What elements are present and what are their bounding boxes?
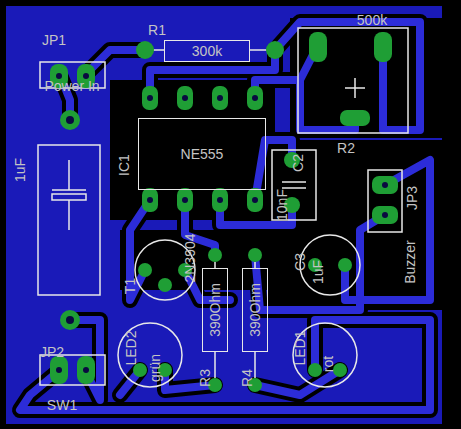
part-label: SW1	[47, 398, 77, 412]
part-label: JP2	[40, 345, 64, 359]
part-label: Buzzer	[403, 240, 417, 284]
part-label: JP3	[405, 186, 419, 210]
component-value: NE555	[181, 147, 224, 161]
resistor-symbol: 390Ohm	[242, 268, 268, 352]
component-value: 390Ohm	[208, 283, 222, 337]
part-label: grün	[148, 354, 162, 382]
component-value: 300k	[192, 44, 222, 58]
pads	[50, 32, 398, 392]
part-label: LED2	[124, 330, 138, 365]
part-label: R1	[148, 23, 166, 37]
part-label: C2	[291, 154, 305, 172]
part-label: IC1	[117, 154, 131, 176]
silkscreen	[38, 28, 408, 387]
component-value: 390Ohm	[248, 283, 262, 337]
part-label: LED1	[293, 330, 307, 365]
drill-holes	[56, 73, 388, 373]
part-label: 2N3904	[183, 233, 197, 282]
part-label: 1uF	[311, 260, 325, 284]
part-label: 500k	[357, 13, 387, 27]
part-label: R3	[198, 369, 212, 387]
part-label: R4	[240, 369, 254, 387]
resistor-symbol: 390Ohm	[202, 268, 228, 352]
part-label: rot	[321, 356, 335, 372]
part-label: 10nF	[275, 189, 289, 221]
part-label: JP1	[42, 33, 66, 47]
part-label: T1	[123, 278, 137, 294]
traces	[20, 22, 430, 410]
pour-clearance	[110, 18, 442, 310]
resistor-symbol: 300k	[164, 40, 250, 62]
part-label: C3	[293, 253, 307, 271]
part-label: 1uF	[13, 158, 27, 182]
part-label: R2	[337, 141, 355, 155]
ic-body: NE555	[138, 118, 266, 190]
copper-pour	[6, 6, 442, 424]
part-label: Power In	[44, 79, 99, 93]
